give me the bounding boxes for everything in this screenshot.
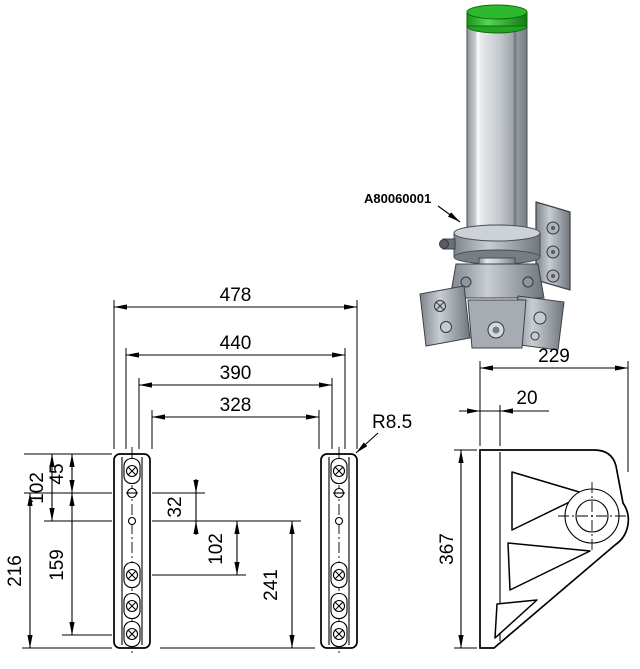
dim-390-label: 390 — [220, 363, 252, 384]
bracket-left-front — [113, 447, 151, 656]
iso-rod-clamp — [449, 257, 545, 299]
dim-20-label: 20 — [516, 388, 537, 409]
dim-241: 241 — [261, 521, 295, 648]
dim-390: 390 — [138, 363, 333, 449]
dim-216-label: 216 — [5, 555, 26, 587]
dim-32-label: 32 — [165, 496, 186, 517]
dim-367-label: 367 — [437, 533, 458, 565]
radius-leader — [355, 432, 379, 454]
side-view: 229 20 367 — [437, 346, 630, 649]
iso-bottom-brackets — [419, 285, 565, 351]
dim-229: 229 — [479, 346, 629, 472]
dim-328: 328 — [151, 395, 320, 449]
bracket-right-front — [320, 447, 358, 656]
dim-367: 367 — [437, 449, 477, 649]
dim-440: 440 — [125, 333, 346, 449]
dim-241-label: 241 — [261, 569, 282, 601]
dim-159: 159 — [47, 493, 75, 635]
iso-cylinder-barrel — [466, 25, 528, 240]
dim-159-label: 159 — [47, 549, 68, 581]
dim-45-label: 45 — [47, 463, 68, 484]
dim-45: 45 — [47, 454, 75, 493]
isometric-view — [419, 4, 571, 351]
dim-440-label: 440 — [220, 333, 252, 354]
part-label-callout: A80060001 — [364, 191, 461, 223]
dim-20: 20 — [459, 388, 549, 446]
dim-478: 478 — [113, 285, 358, 449]
front-view: 478 440 390 328 R8.5 — [5, 285, 412, 656]
radius-label: R8.5 — [372, 412, 412, 433]
front-left-extension-lines — [22, 453, 112, 649]
dim-478-label: 478 — [220, 285, 252, 306]
iso-green-cap — [466, 4, 528, 34]
iso-collar — [439, 224, 541, 265]
part-number-label: A80060001 — [364, 191, 431, 206]
iso-side-plate — [535, 201, 571, 291]
dim-328-label: 328 — [220, 395, 252, 416]
radius-callout: R8.5 — [355, 412, 412, 454]
dim-216: 216 — [5, 493, 33, 648]
dim-102-middle-label: 102 — [206, 533, 227, 565]
dim-32: 32 — [165, 479, 199, 535]
dim-102-middle: 102 — [206, 521, 240, 575]
part-number-leader — [437, 205, 461, 223]
dim-229-label: 229 — [538, 346, 570, 367]
